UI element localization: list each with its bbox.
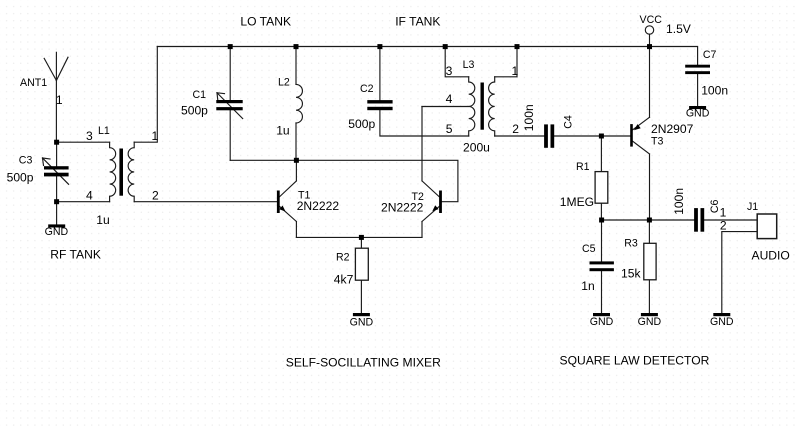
svg-text:ANT1: ANT1 xyxy=(20,77,47,89)
svg-text:J1: J1 xyxy=(747,201,758,213)
svg-text:GND: GND xyxy=(45,226,69,238)
svg-text:2: 2 xyxy=(152,189,159,203)
svg-text:L2: L2 xyxy=(278,77,290,89)
svg-text:C2: C2 xyxy=(360,83,374,95)
svg-text:1u: 1u xyxy=(96,213,109,227)
svg-text:2N2907: 2N2907 xyxy=(651,122,694,136)
svg-text:GND: GND xyxy=(590,316,614,328)
svg-text:3: 3 xyxy=(446,64,453,78)
svg-text:R3: R3 xyxy=(624,237,638,249)
svg-text:T1: T1 xyxy=(298,189,310,201)
svg-text:1u: 1u xyxy=(276,124,289,138)
svg-text:500p: 500p xyxy=(348,117,375,131)
svg-text:1: 1 xyxy=(152,129,159,143)
svg-text:2N2222: 2N2222 xyxy=(381,201,424,215)
svg-text:5: 5 xyxy=(446,122,453,136)
svg-text:2N2222: 2N2222 xyxy=(297,199,340,213)
svg-text:100n: 100n xyxy=(701,83,728,97)
svg-text:200u: 200u xyxy=(463,141,490,155)
svg-text:AUDIO: AUDIO xyxy=(752,249,790,263)
svg-text:C1: C1 xyxy=(193,89,207,101)
svg-text:1: 1 xyxy=(720,206,727,220)
svg-text:500p: 500p xyxy=(181,104,208,118)
svg-text:1: 1 xyxy=(512,64,519,78)
svg-text:100n: 100n xyxy=(672,188,686,215)
svg-text:T2: T2 xyxy=(412,191,424,203)
svg-text:1MEG: 1MEG xyxy=(560,195,594,209)
svg-text:C7: C7 xyxy=(703,49,717,61)
svg-text:C6: C6 xyxy=(709,199,721,213)
svg-text:1n: 1n xyxy=(581,279,594,293)
svg-text:R1: R1 xyxy=(576,161,590,173)
svg-text:GND: GND xyxy=(686,108,710,120)
svg-text:GND: GND xyxy=(710,316,734,328)
svg-text:500p: 500p xyxy=(7,170,34,184)
svg-text:2: 2 xyxy=(720,218,727,232)
svg-text:LO TANK: LO TANK xyxy=(240,14,291,28)
svg-text:R2: R2 xyxy=(336,252,350,264)
svg-text:C5: C5 xyxy=(582,243,596,255)
svg-text:3: 3 xyxy=(86,129,93,143)
svg-text:1.5V: 1.5V xyxy=(666,22,692,36)
svg-text:15k: 15k xyxy=(621,266,641,280)
svg-text:RF TANK: RF TANK xyxy=(50,247,101,261)
svg-text:IF TANK: IF TANK xyxy=(395,14,440,28)
svg-text:SELF-SOCILLATING MIXER: SELF-SOCILLATING MIXER xyxy=(286,356,441,370)
svg-text:100n: 100n xyxy=(522,104,536,131)
svg-text:VCC: VCC xyxy=(640,14,663,26)
svg-text:GND: GND xyxy=(638,316,662,328)
svg-text:L3: L3 xyxy=(463,59,475,71)
svg-text:T3: T3 xyxy=(651,136,663,148)
svg-text:C3: C3 xyxy=(19,155,33,167)
svg-text:L1: L1 xyxy=(98,125,110,137)
svg-text:GND: GND xyxy=(350,316,374,328)
svg-text:SQUARE LAW DETECTOR: SQUARE LAW DETECTOR xyxy=(560,354,710,368)
svg-text:C4: C4 xyxy=(563,115,575,129)
svg-text:4: 4 xyxy=(446,92,453,106)
svg-text:1: 1 xyxy=(56,93,63,107)
svg-text:2: 2 xyxy=(512,122,519,136)
svg-text:4: 4 xyxy=(86,189,93,203)
svg-text:4k7: 4k7 xyxy=(334,272,354,286)
